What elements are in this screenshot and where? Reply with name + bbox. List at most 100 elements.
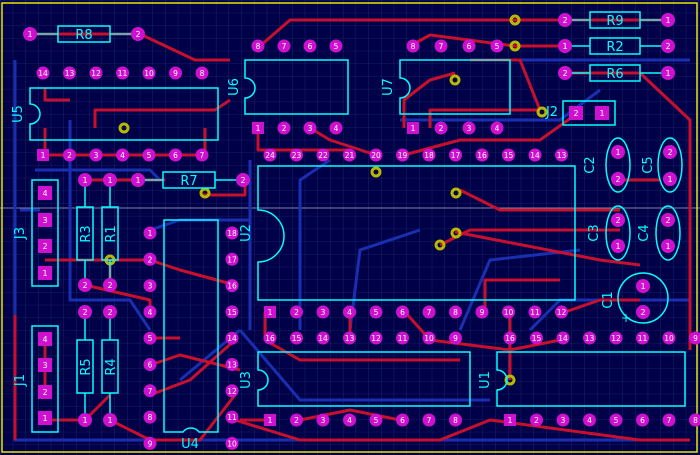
ic-pad[interactable] <box>369 331 383 345</box>
ic-pad[interactable] <box>116 148 129 162</box>
ic-pad[interactable] <box>329 121 343 135</box>
ic-pad[interactable] <box>343 148 356 162</box>
ic-pad[interactable] <box>503 331 517 345</box>
ic-pad[interactable] <box>169 148 182 162</box>
ic-pad[interactable] <box>290 331 303 345</box>
capacitor-c1[interactable]: C1 + 1 2 <box>601 272 669 325</box>
ic-pad[interactable] <box>316 148 330 162</box>
ic-pad[interactable] <box>329 39 343 53</box>
ic-pad[interactable] <box>636 331 649 345</box>
ic-pad[interactable] <box>143 358 157 371</box>
ic-pad[interactable] <box>530 331 543 345</box>
ic-pad[interactable] <box>583 413 596 427</box>
ic-pad[interactable] <box>462 39 476 53</box>
resistor-r3[interactable]: R3 1 2 <box>76 173 94 292</box>
ic-pad[interactable] <box>475 305 489 319</box>
ic-pad[interactable] <box>316 413 330 427</box>
ic-pad[interactable] <box>583 331 596 345</box>
resistor-r8[interactable]: R8 1 2 <box>23 25 145 43</box>
capacitor-c5[interactable]: C5 2 1 <box>641 137 683 193</box>
ic-pad[interactable] <box>369 413 383 427</box>
ic-pad[interactable] <box>636 413 649 427</box>
ic-pad[interactable] <box>343 331 356 345</box>
ic-pad[interactable] <box>290 148 303 162</box>
ic-pad[interactable] <box>169 66 182 80</box>
ic-pad[interactable] <box>316 331 330 345</box>
ic-pad[interactable] <box>343 413 356 427</box>
ic-pad[interactable] <box>490 39 504 53</box>
ic-pad[interactable] <box>143 410 157 424</box>
ic-pad[interactable] <box>89 148 103 162</box>
ic-pad[interactable] <box>662 331 676 345</box>
ic-pad[interactable] <box>143 331 157 345</box>
ic-pad[interactable] <box>89 66 103 80</box>
ic-pad[interactable] <box>264 414 276 426</box>
ic-pad[interactable] <box>37 149 49 161</box>
ic-pad[interactable] <box>116 66 129 80</box>
ic-pad[interactable] <box>251 39 265 53</box>
ic-pad[interactable] <box>555 305 568 319</box>
ic-pad[interactable] <box>556 413 570 427</box>
ic-pad[interactable] <box>264 306 276 318</box>
ic-pad[interactable] <box>195 66 209 80</box>
capacitor-c3[interactable]: C3 2 1 <box>587 205 631 261</box>
ic-pad[interactable] <box>277 39 291 53</box>
ic-pad[interactable] <box>528 305 542 319</box>
ic-pad[interactable] <box>277 121 291 135</box>
ic-pad[interactable] <box>225 436 239 450</box>
resistor-r1[interactable]: R1 1 2 <box>101 173 119 292</box>
ic-pad[interactable] <box>689 331 700 345</box>
ic-pad[interactable] <box>225 252 239 266</box>
connector-j2[interactable]: J2 2 1 <box>545 100 616 126</box>
ic-pad[interactable] <box>143 305 157 319</box>
ic-pad[interactable] <box>530 413 543 427</box>
capacitor-c2[interactable]: C2 1 2 <box>583 137 631 193</box>
ic-pad[interactable] <box>143 252 157 266</box>
ic-pad[interactable] <box>434 39 448 53</box>
ic-pad[interactable] <box>449 305 462 319</box>
ic-pad[interactable] <box>225 384 239 398</box>
ic-pad[interactable] <box>406 39 420 53</box>
ic-pad[interactable] <box>369 305 383 319</box>
connector-j1[interactable]: J1 4 3 2 1 <box>13 325 59 433</box>
resistor-r4[interactable]: R4 2 1 <box>101 305 119 427</box>
ic-pad[interactable] <box>422 148 436 162</box>
ic-pad[interactable] <box>225 226 239 240</box>
resistor-r7[interactable]: R7 1 2 <box>131 171 250 189</box>
ic-pad[interactable] <box>143 436 157 450</box>
ic-pad[interactable] <box>609 331 623 345</box>
ic-pad[interactable] <box>316 305 330 319</box>
ic-pad[interactable] <box>504 414 516 426</box>
ic-pad[interactable] <box>449 413 462 427</box>
ic-pad[interactable] <box>36 66 50 80</box>
ic-pad[interactable] <box>63 66 76 80</box>
ic-pad[interactable] <box>143 279 157 293</box>
ic-pad[interactable] <box>225 305 239 319</box>
ic-pad[interactable] <box>263 331 277 345</box>
ic-pad[interactable] <box>263 148 277 162</box>
ic-pad[interactable] <box>225 331 239 345</box>
ic-pad[interactable] <box>609 413 623 427</box>
resistor-r2[interactable]: R2 1 2 <box>558 37 675 55</box>
ic-pad[interactable] <box>225 279 239 293</box>
ic-pad[interactable] <box>407 122 419 134</box>
ic-pad[interactable] <box>290 305 303 319</box>
capacitor-c4[interactable]: C4 2 1 <box>637 205 681 261</box>
ic-pad[interactable] <box>290 413 303 427</box>
ic-pad[interactable] <box>555 148 568 162</box>
ic-pad[interactable] <box>396 148 409 162</box>
ic-pad[interactable] <box>449 331 462 345</box>
ic-pad[interactable] <box>143 226 157 240</box>
ic-pad[interactable] <box>396 305 409 319</box>
ic-pad[interactable] <box>396 413 409 427</box>
ic-pad[interactable] <box>225 410 239 424</box>
connector-j3[interactable]: J3 4 3 2 1 <box>13 179 59 287</box>
ic-pad[interactable] <box>142 66 156 80</box>
resistor-r6[interactable]: R6 2 1 <box>558 64 675 82</box>
